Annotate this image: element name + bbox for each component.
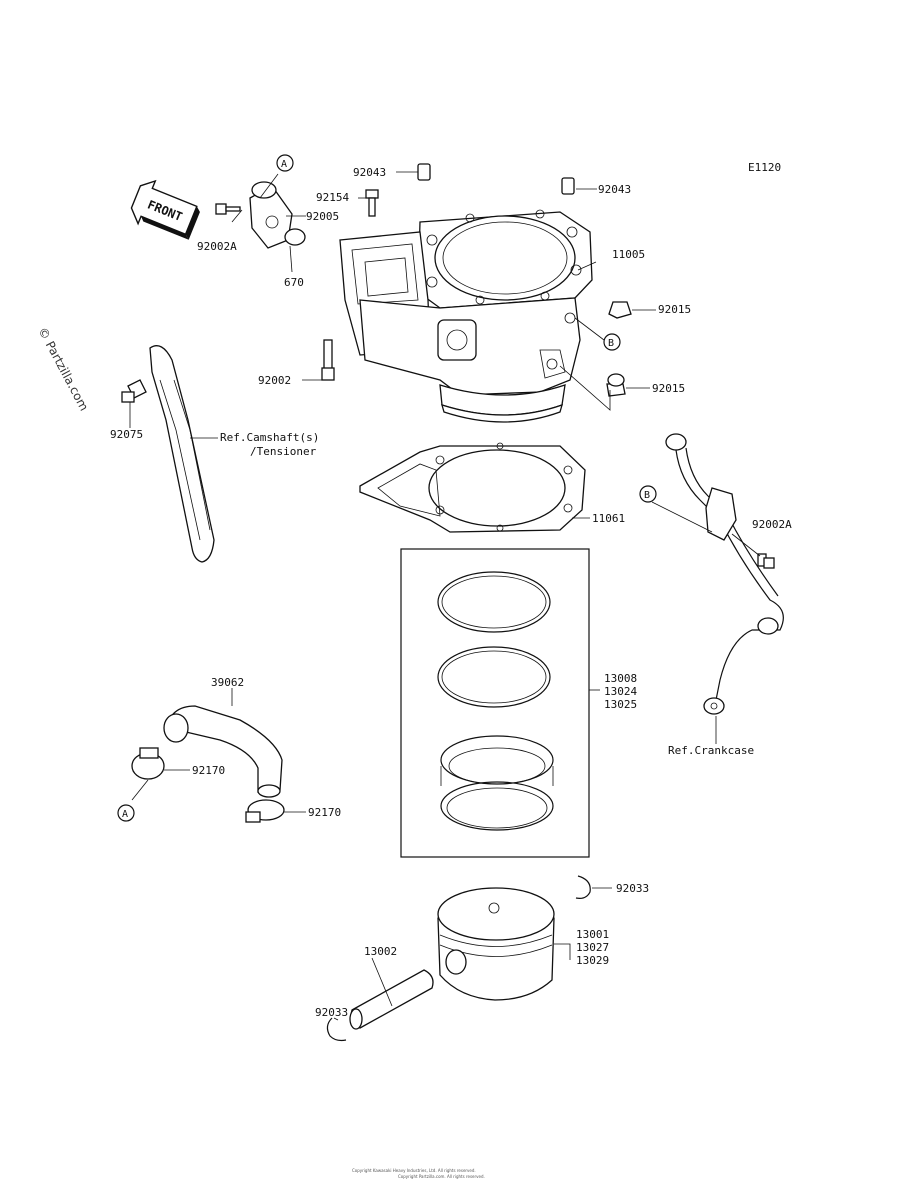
part-label-92002A-top: 92002A <box>197 240 237 253</box>
hose-clamp-92170-b <box>245 799 285 823</box>
part-label-13029: 13029 <box>576 954 609 967</box>
footer-copyright-2: Copyright Partzilla.com. All rights rese… <box>398 1174 485 1179</box>
part-label-13002: 13002 <box>364 945 397 958</box>
part-label-11061: 11061 <box>592 512 625 525</box>
callout-B-tube: B <box>639 485 657 503</box>
cylinder-block <box>339 209 593 423</box>
oil-pipe <box>665 433 784 715</box>
ref-tensioner-label: /Tensioner <box>250 445 317 458</box>
bolt-92002A-right <box>757 553 775 569</box>
bolt-92154 <box>365 189 379 217</box>
cap-nut-92015-b <box>606 373 626 397</box>
part-label-13027: 13027 <box>576 941 609 954</box>
diagram-code: E1120 <box>748 161 781 174</box>
part-label-92005: 92005 <box>306 210 339 223</box>
part-label-92043-b: 92043 <box>598 183 631 196</box>
part-label-92075: 92075 <box>110 428 143 441</box>
chain-guide <box>149 345 215 563</box>
callout-A-bottom: A <box>117 804 135 822</box>
circlip-92033-a <box>575 875 591 899</box>
callout-A-top-label: A <box>281 159 287 170</box>
hose-clamp-92170-a <box>131 747 165 780</box>
part-label-92002A-right: 92002A <box>752 518 792 531</box>
part-label-92170-a: 92170 <box>192 764 225 777</box>
callout-B-right: B <box>603 333 621 351</box>
callout-B-right-label: B <box>608 338 614 349</box>
callout-A-top: A <box>276 154 294 172</box>
o-ring-670 <box>284 228 306 246</box>
part-label-92015-a: 92015 <box>658 303 691 316</box>
part-label-670: 670 <box>284 276 304 289</box>
piston-pin <box>349 969 434 1030</box>
piston-ring-second <box>437 646 551 708</box>
base-gasket <box>359 442 586 533</box>
water-outlet-fitting <box>249 181 293 249</box>
part-label-92002: 92002 <box>258 374 291 387</box>
dowel-pin-92043-b <box>561 177 575 195</box>
part-label-92033-b: 92033 <box>315 1006 348 1019</box>
part-label-39062: 39062 <box>211 676 244 689</box>
part-label-13001: 13001 <box>576 928 609 941</box>
ref-camshaft-label: Ref.Camshaft(s) <box>220 431 319 444</box>
watermark: © Partzilla.com <box>35 325 91 413</box>
part-label-13024: 13024 <box>604 685 637 698</box>
footer-copyright-1: Copyright Kawasaki Heavy Industries, Ltd… <box>352 1168 476 1173</box>
dowel-pin-92043-a <box>417 163 431 181</box>
front-arrow-icon: FRONT <box>130 179 200 240</box>
bolt-92002 <box>321 339 335 381</box>
cap-nut-92015-a <box>608 301 632 319</box>
part-label-92154: 92154 <box>316 191 349 204</box>
bolt-92002A-top <box>215 203 241 215</box>
part-label-92170-b: 92170 <box>308 806 341 819</box>
part-label-13025: 13025 <box>604 698 637 711</box>
piston-ring-top <box>437 571 551 633</box>
part-label-92033-a: 92033 <box>616 882 649 895</box>
callout-B-tube-label: B <box>644 490 650 501</box>
part-label-11005: 11005 <box>612 248 645 261</box>
part-label-13008: 13008 <box>604 672 637 685</box>
callout-A-bottom-label: A <box>122 809 128 820</box>
clip-92075 <box>121 379 147 403</box>
circlip-92033-b <box>326 1017 347 1042</box>
oil-ring <box>440 735 554 831</box>
part-label-92043-a: 92043 <box>353 166 386 179</box>
piston-ring-set-box <box>400 548 590 858</box>
hose <box>163 705 283 798</box>
part-label-92015-b: 92015 <box>652 382 685 395</box>
ref-crankcase-label: Ref.Crankcase <box>668 744 754 757</box>
leader-lines <box>129 171 761 1021</box>
piston <box>437 887 555 1001</box>
